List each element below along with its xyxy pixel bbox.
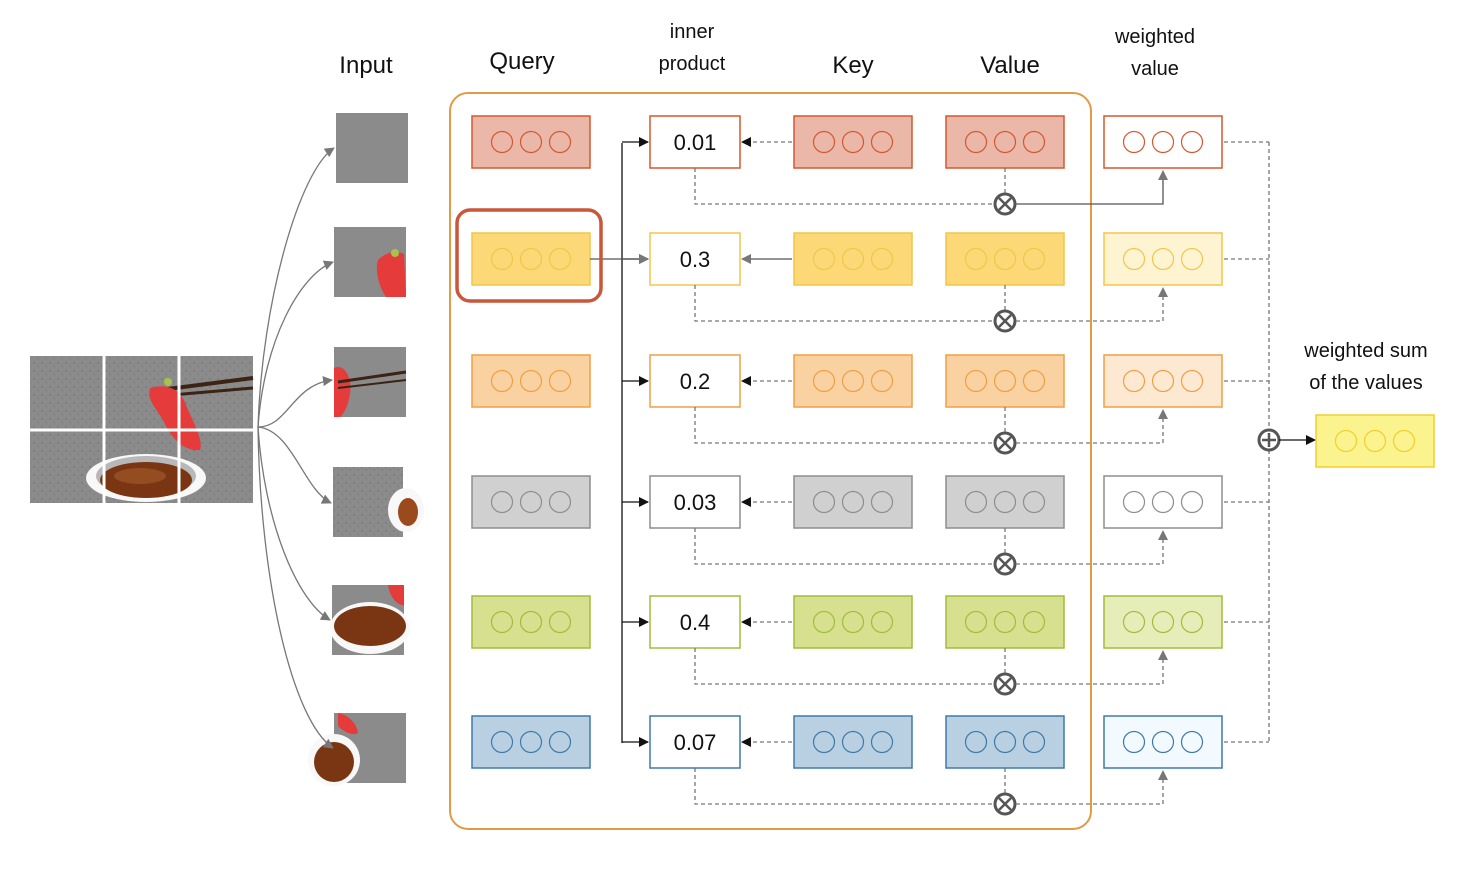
score-box-6: 0.07 [649, 715, 741, 769]
weighted-sum-header-line1: weighted sum [1303, 340, 1427, 362]
value-vector-3 [945, 354, 1065, 408]
weighted-value-header-line1: weighted [1114, 26, 1195, 48]
score-box-1: 0.01 [649, 115, 741, 169]
patch-arrows [257, 147, 335, 749]
score-box-3: 0.2 [649, 354, 741, 408]
multiply-node-2 [993, 309, 1017, 333]
query-vector-6 [471, 715, 591, 769]
rows-layer: 0.01 0.3 0.2 0.03 0.4 0.07 [471, 115, 1270, 816]
value-vector-6 [945, 715, 1065, 769]
multiply-to-weighted-arrow-1 [1016, 170, 1168, 205]
inner-product-header-line1: inner [670, 21, 715, 43]
key-vector-1 [793, 115, 913, 169]
input-patch-6 [308, 713, 406, 786]
input-patch-5 [330, 585, 410, 655]
multiply-node-6 [993, 792, 1017, 816]
score-value-1: 0.01 [674, 130, 717, 155]
weighted-sum-header-line2: of the values [1309, 372, 1422, 394]
qkv-container [449, 92, 1092, 830]
score-to-multiply-line-4 [694, 528, 994, 565]
key-vector-4 [793, 475, 913, 529]
input-patch-3 [334, 347, 407, 417]
key-vector-3 [793, 354, 913, 408]
query-vector-3 [471, 354, 591, 408]
key-vector-2 [793, 232, 913, 286]
value-vector-2 [945, 232, 1065, 286]
query-vector-5 [471, 595, 591, 649]
score-value-4: 0.03 [674, 490, 717, 515]
value-vector-1 [945, 115, 1065, 169]
multiply-node-4 [993, 552, 1017, 576]
score-box-5: 0.4 [649, 595, 741, 649]
query-vector-2 [471, 232, 591, 286]
weighted-value-vector-3 [1103, 354, 1223, 408]
value-vector-4 [945, 475, 1065, 529]
multiply-to-weighted-arrow-5 [1016, 650, 1168, 685]
input-header: Input [339, 52, 393, 79]
score-value-2: 0.3 [680, 247, 711, 272]
weighted-value-vector-6 [1103, 715, 1223, 769]
key-vector-5 [793, 595, 913, 649]
score-to-multiply-line-2 [694, 285, 994, 322]
score-value-5: 0.4 [680, 610, 711, 635]
sum-node [1257, 428, 1281, 452]
inner-product-header-line2: product [659, 53, 726, 75]
input-patch-1 [336, 113, 408, 183]
key-header: Key [832, 52, 873, 79]
score-to-multiply-line-3 [694, 407, 994, 444]
score-box-4: 0.03 [649, 475, 741, 529]
source-image [30, 356, 254, 503]
multiply-node-5 [993, 672, 1017, 696]
input-patch-4 [333, 467, 424, 537]
value-vector-5 [945, 595, 1065, 649]
score-to-multiply-line-1 [694, 168, 994, 205]
query-vector-4 [471, 475, 591, 529]
multiply-to-weighted-arrow-3 [1016, 409, 1168, 444]
value-header: Value [980, 52, 1040, 79]
multiply-to-weighted-arrow-4 [1016, 530, 1168, 565]
weighted-value-header-line2: value [1131, 58, 1179, 80]
multiply-node-1 [993, 192, 1017, 216]
multiply-node-3 [993, 431, 1017, 455]
query-vector-1 [471, 115, 591, 169]
weighted-value-vector-5 [1103, 595, 1223, 649]
score-value-6: 0.07 [674, 730, 717, 755]
multiply-to-weighted-arrow-2 [1016, 287, 1168, 322]
score-box-2: 0.3 [649, 232, 741, 286]
weighted-value-vector-4 [1103, 475, 1223, 529]
input-patch-2 [334, 227, 406, 297]
weighted-value-vector-1 [1103, 115, 1223, 169]
score-to-multiply-line-5 [694, 648, 994, 685]
score-to-multiply-line-6 [694, 768, 994, 805]
query-header: Query [489, 48, 554, 75]
output-vector [1315, 414, 1435, 468]
key-vector-6 [793, 715, 913, 769]
multiply-to-weighted-arrow-6 [1016, 770, 1168, 805]
output-weighted-sum-vector [1315, 414, 1435, 468]
selected-query-highlight [455, 208, 603, 303]
score-value-3: 0.2 [680, 369, 711, 394]
weighted-value-vector-2 [1103, 232, 1223, 286]
